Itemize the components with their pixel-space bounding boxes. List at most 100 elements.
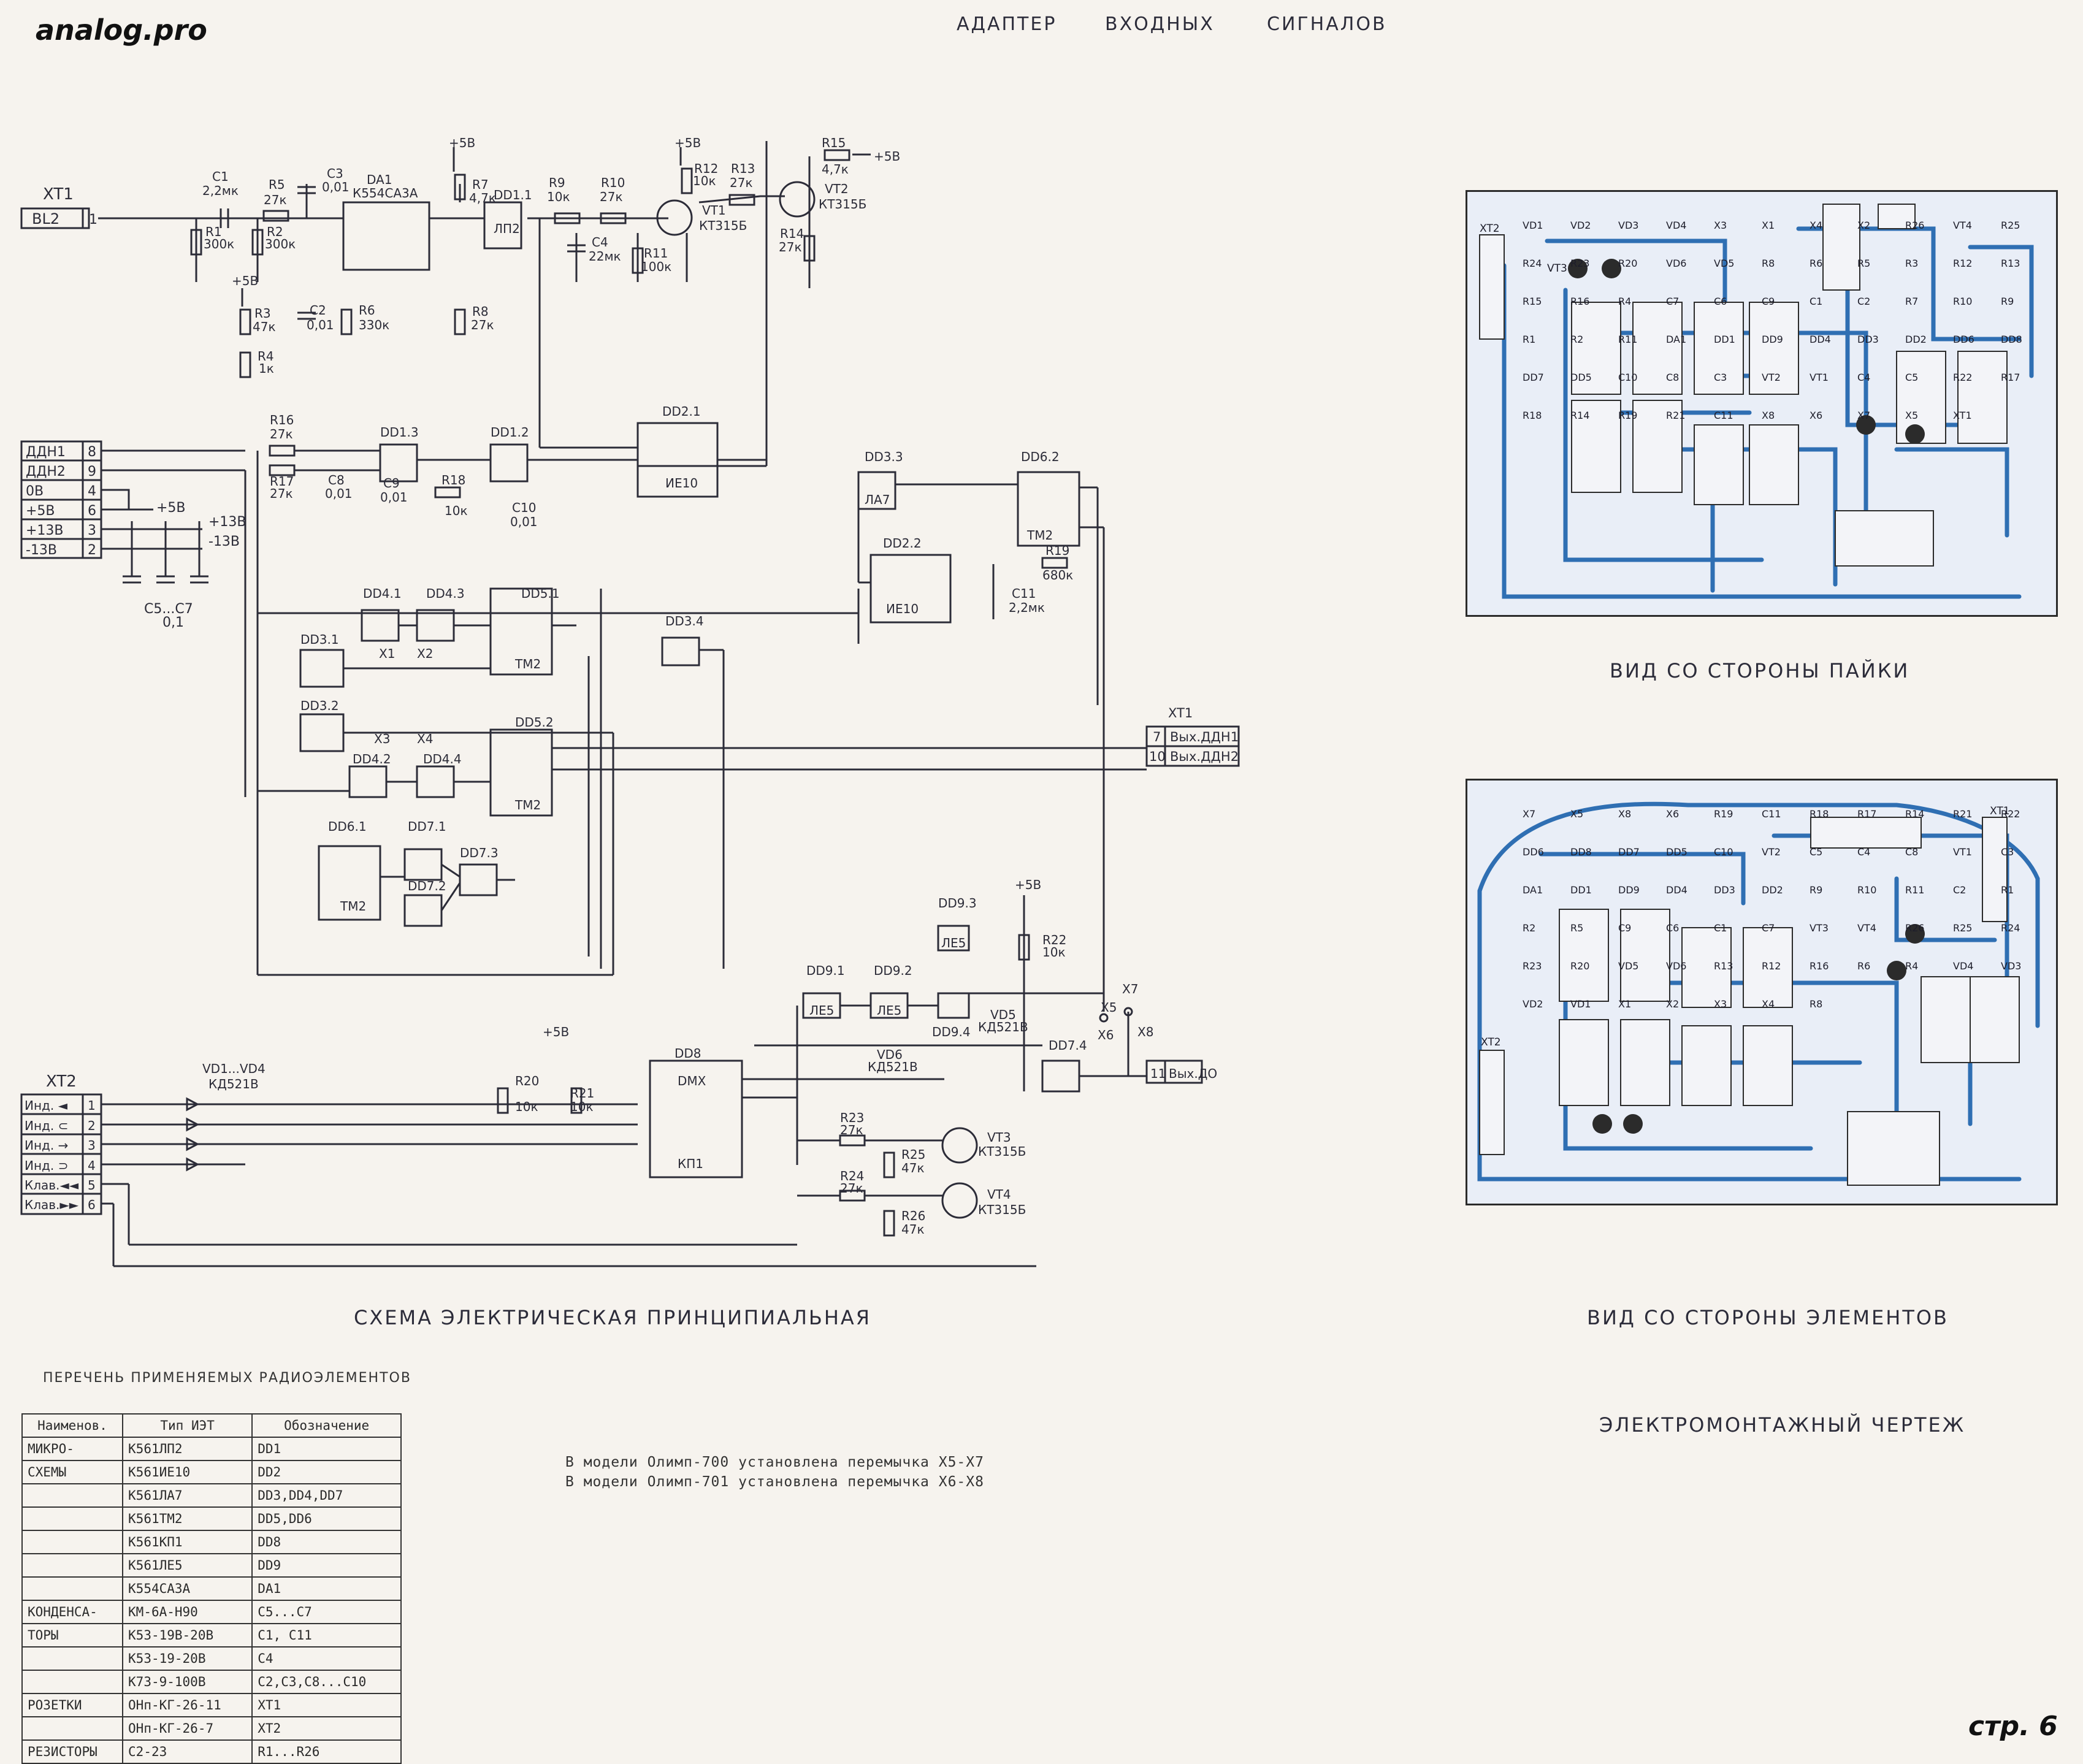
pcb-solder-label: R5 xyxy=(1857,258,1870,269)
c1-value: 2,2мк xyxy=(202,183,239,198)
pcb-solder-label: R16 xyxy=(1570,296,1589,307)
pcb-solder-label: R6 xyxy=(1810,258,1822,269)
vt3-transistor xyxy=(941,1127,978,1164)
pcb-component-label: VD5 xyxy=(1618,960,1638,972)
x8-label: X8 xyxy=(1137,1025,1153,1039)
pcb-solder-label: R8 xyxy=(1762,258,1775,269)
pwr-minus13: -13В xyxy=(208,534,240,549)
c5-c7-value: 0,1 xyxy=(162,615,184,630)
r26-value: 47к xyxy=(901,1222,925,1237)
title-word-1: АДАПТЕР xyxy=(957,13,1057,35)
dd9-1-type: ЛЕ5 xyxy=(809,1003,834,1018)
xt1-input-pin: 1 xyxy=(89,212,97,227)
dd1-2-chip xyxy=(489,443,529,483)
schematic-diagram: XT1 BL2 1 xyxy=(20,136,1240,1267)
xt1-power-pin-1: 8 xyxy=(88,445,96,460)
pcb-component-label: VD1 xyxy=(1570,998,1591,1010)
pcb-solder-label: R17 xyxy=(2001,372,2020,383)
pcb-component-label: C6 xyxy=(1666,922,1679,934)
parts-cell-designation: DD8 xyxy=(251,1530,402,1554)
pcb-solder-label: R25 xyxy=(2001,220,2020,231)
parts-cell-name: ТОРЫ xyxy=(21,1623,124,1648)
xt1-power-label-5: +13В xyxy=(26,523,64,538)
dd9-1-label: DD9.1 xyxy=(806,963,845,978)
pcb-solder-label: DD6 xyxy=(1953,334,1974,345)
pcb-solder-label: R4 xyxy=(1618,296,1631,307)
parts-cell-type: К561ЛЕ5 xyxy=(122,1553,253,1578)
r3-value: 47к xyxy=(253,319,276,334)
pcb-component-label: X8 xyxy=(1618,808,1631,820)
x5-label: X5 xyxy=(1101,1000,1117,1015)
da1-chip xyxy=(342,201,430,271)
dd2-2-chip xyxy=(870,554,952,624)
pcb-component-label: R16 xyxy=(1810,960,1829,972)
parts-cell-designation: С2,С3,С8...С10 xyxy=(251,1670,402,1694)
dd3-4-label: DD3.4 xyxy=(665,614,704,628)
pcb-component-label: C7 xyxy=(1762,922,1775,934)
r17-label: R17 xyxy=(270,474,294,489)
pcb-solder-label: C9 xyxy=(1762,296,1775,307)
parts-cell-name xyxy=(21,1530,124,1554)
xt2-pin-3: 3 xyxy=(88,1138,96,1153)
x7-label: X7 xyxy=(1122,982,1138,996)
dd7-3-label: DD7.3 xyxy=(460,846,499,860)
pcb-component-label: R19 xyxy=(1714,808,1733,820)
dd8-type: КП1 xyxy=(678,1156,703,1171)
xt1-power-pin-3: 4 xyxy=(88,484,96,499)
pcb-component-label: X3 xyxy=(1714,998,1727,1010)
x4-label: X4 xyxy=(417,731,433,746)
pwr-plus5: +5В xyxy=(156,500,186,516)
pcb-component-label: VT3 xyxy=(1810,922,1829,934)
pcb-solder-label: DD7 xyxy=(1523,372,1544,383)
pcb-solder-label: C6 xyxy=(1714,296,1727,307)
parts-cell-type: К561ТМ2 xyxy=(122,1506,253,1531)
pcb-component-label: DD6 xyxy=(1523,846,1544,858)
xt1-power-pin-4: 6 xyxy=(88,503,96,519)
xt2-pin-5: 5 xyxy=(88,1178,96,1193)
c1-label: С1 xyxy=(212,169,229,184)
parts-cell-designation: XT1 xyxy=(251,1693,402,1717)
dd9-3-label: DD9.3 xyxy=(938,896,977,911)
r7-label: R7 xyxy=(472,177,489,192)
pcb-component-xt2: XT2 xyxy=(1481,1036,1501,1048)
xt1-output-connector: XT1 7 Вых.ДДН1 10 Вых.ДДН2 xyxy=(1145,706,1240,767)
xt1-power-pin-5: 3 xyxy=(88,523,96,538)
pcb-solder-label: R23 xyxy=(1570,258,1589,269)
r10-label: R10 xyxy=(601,175,625,190)
pcb-solder-label: R2 xyxy=(1570,334,1583,345)
pwr-plus13: +13В xyxy=(208,514,247,530)
dd4-3-label: DD4.3 xyxy=(426,586,465,601)
pcb-component-label: DD2 xyxy=(1762,884,1783,896)
pcb-solder-label: C10 xyxy=(1618,372,1638,383)
pcb-solder-label: C3 xyxy=(1714,372,1727,383)
pcb-component-label: C3 xyxy=(2001,846,2014,858)
xt2-connector: XT2 Инд. ◄ 1 Инд. ⊂ 2 Инд. → 3 Инд. ⊃ 4 … xyxy=(20,1072,102,1215)
dd1-1-label: DD1.1 xyxy=(494,188,532,202)
pcb-component-label: R1 xyxy=(2001,884,2014,896)
pcb-component-label: C4 xyxy=(1857,846,1870,858)
parts-cell-designation: DD2 xyxy=(251,1460,402,1484)
pcb-component-label: X5 xyxy=(1570,808,1583,820)
dd3-1-label: DD3.1 xyxy=(300,632,339,647)
pcb-solder-label: DD4 xyxy=(1810,334,1831,345)
r22-value: 10к xyxy=(1042,945,1066,960)
pcb-component-label: DD3 xyxy=(1714,884,1735,896)
dd1-1-chip xyxy=(483,201,522,250)
pcb-solder-label: X3 xyxy=(1714,220,1727,231)
solder-side-caption: ВИД СО СТОРОНЫ ПАЙКИ xyxy=(1610,659,1910,682)
dd2-2-label: DD2.2 xyxy=(883,536,922,551)
vt2-label: VT2 xyxy=(825,181,849,196)
parts-cell-type: ОНп-КГ-26-11 xyxy=(122,1693,253,1717)
pcb-solder-label: VD2 xyxy=(1570,220,1591,231)
dd6-2-label: DD6.2 xyxy=(1021,449,1060,464)
xt1-do-pin: 11 xyxy=(1150,1066,1166,1081)
xt2-pin-1: 1 xyxy=(88,1098,96,1113)
pcb-component-label: R6 xyxy=(1857,960,1870,972)
pcb-component-label: R13 xyxy=(1714,960,1733,972)
